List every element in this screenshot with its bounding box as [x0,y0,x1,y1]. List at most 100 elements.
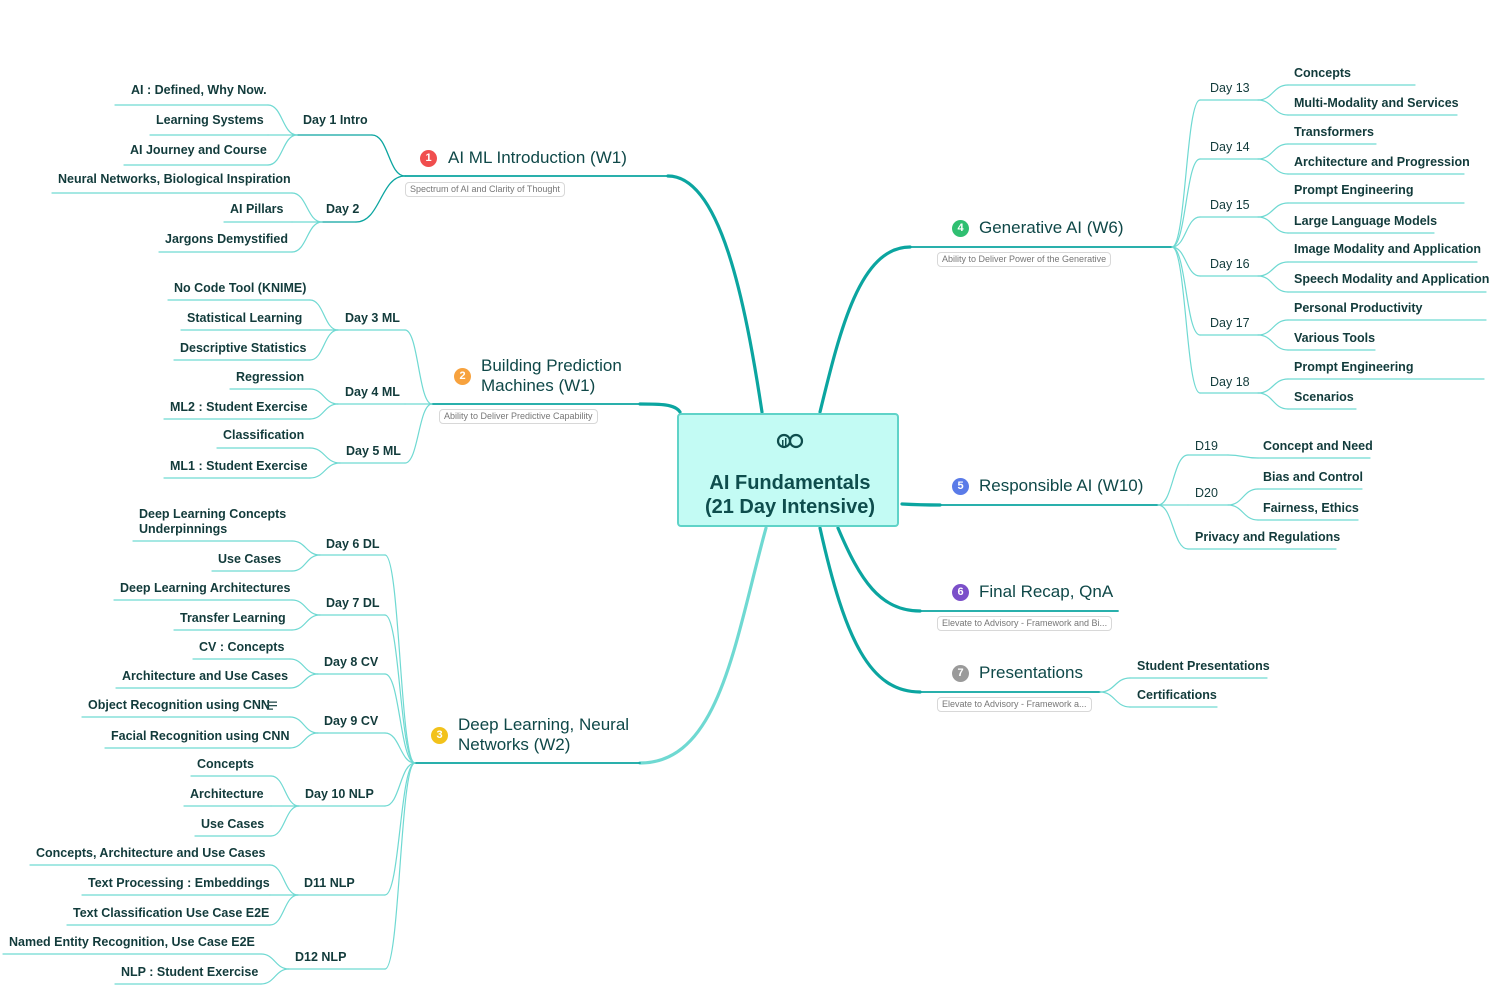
branch-1-note[interactable]: Spectrum of AI and Clarity of Thought [405,182,565,197]
b4-day17-item-1[interactable]: Personal Productivity [1294,301,1423,315]
b3-day9-item-2[interactable]: Facial Recognition using CNN [111,729,290,743]
b4-day14-item-2[interactable]: Architecture and Progression [1294,155,1470,169]
b1-day2-item-1[interactable]: Neural Networks, Biological Inspiration [58,172,291,186]
b1-sub-day1[interactable]: Day 1 Intro [303,113,368,127]
branch-5-title[interactable]: Responsible AI (W10) [979,476,1144,495]
b4-day16-item-2[interactable]: Speech Modality and Application [1294,272,1490,286]
b3-d11-item-2[interactable]: Text Processing : Embeddings [88,876,270,890]
connector-74 [289,673,319,689]
connector-8 [900,502,942,507]
b2-sub-day3[interactable]: Day 3 ML [345,311,400,325]
b2-day5-item-2[interactable]: ML1 : Student Exercise [170,459,308,473]
b4-sub-day14[interactable]: Day 14 [1210,140,1250,154]
b5-sub-d19[interactable]: D19 [1195,439,1218,453]
b2-day3-item-1[interactable]: No Code Tool (KNIME) [174,281,307,295]
b3-day7-item-2[interactable]: Transfer Learning [180,611,286,625]
b1-day1-item-2[interactable]: Learning Systems [156,113,264,127]
branch-2-note[interactable]: Ability to Deliver Predictive Capability [439,409,598,424]
branch-7-title[interactable]: Presentations [979,663,1083,682]
b4-day16-item-1[interactable]: Image Modality and Application [1294,242,1482,256]
b3-day9-item-1[interactable]: Object Recognition using CNN [88,698,270,712]
b4-day14-item-1[interactable]: Transformers [1294,125,1374,139]
b3-day6-item-2[interactable]: Use Cases [218,552,282,566]
b3-sub-day6[interactable]: Day 6 DL [326,537,380,551]
b3-day10-item-1[interactable]: Concepts [197,757,254,771]
connector-126 [1171,246,1201,394]
connector-42 [309,388,339,405]
b3-day8-item-1[interactable]: CV : Concepts [199,640,285,654]
notes-icon[interactable] [266,700,278,711]
b4-day17-item-2[interactable]: Various Tools [1294,331,1376,345]
b4-day13-item-1[interactable]: Concepts [1294,66,1351,80]
b1-day2-item-3[interactable]: Jargons Demystified [165,232,288,246]
b4-sub-day15[interactable]: Day 15 [1210,198,1250,212]
connector-2 [638,402,682,414]
b3-sub-day7[interactable]: Day 7 DL [326,596,380,610]
b3-day10-item-3[interactable]: Use Cases [201,817,265,831]
connector-6 [818,245,912,414]
branch-2-title-line2[interactable]: Machines (W1) [481,376,596,395]
b3-sub-day9[interactable]: Day 9 CV [324,714,379,728]
b3-sub-d12[interactable]: D12 NLP [295,950,347,964]
branch-4-note[interactable]: Ability to Deliver Power of the Generati… [937,252,1112,267]
b1-day2-item-2[interactable]: AI Pillars [230,202,284,216]
b3-day6-item-1[interactable]: Deep Learning Concepts [139,507,287,521]
b2-day4-item-1[interactable]: Regression [236,370,305,384]
b2-day4-item-2[interactable]: ML2 : Student Exercise [170,400,308,414]
branch-4-title[interactable]: Generative AI (W6) [979,218,1124,237]
b3-d11-item-1[interactable]: Concepts, Architecture and Use Cases [36,846,266,860]
branch-6-note[interactable]: Elevate to Advisory - Framework and Bi..… [937,616,1113,631]
b4-sub-day13[interactable]: Day 13 [1210,81,1250,95]
branch-6-title[interactable]: Final Recap, QnA [979,582,1114,601]
b3-sub-d11[interactable]: D11 NLP [304,876,355,890]
b2-day5-item-1[interactable]: Classification [223,428,305,442]
connector-132 [1157,454,1189,506]
b4-day15-item-2[interactable]: Large Language Models [1294,214,1438,228]
branch-1-title[interactable]: AI ML Introduction (W1) [448,148,627,167]
b5-sub-d20[interactable]: D20 [1195,486,1218,500]
b4-sub-day18[interactable]: Day 18 [1210,375,1250,389]
connector-140 [1227,504,1259,521]
b5-d20-item-1[interactable]: Bias and Control [1263,470,1364,484]
b3-sub-day8[interactable]: Day 8 CV [324,655,379,669]
connector-130 [1257,392,1289,410]
branch-7-note[interactable]: Elevate to Advisory - Framework a... [937,697,1092,712]
b3-sub-day10[interactable]: Day 10 NLP [305,787,374,801]
b2-sub-day4[interactable]: Day 4 ML [345,385,400,399]
b3-day6-item-1-line2[interactable]: Underpinnings [139,522,228,536]
b3-d12-item-2[interactable]: NLP : Student Exercise [121,965,259,979]
b4-day18-item-2[interactable]: Scenarios [1294,390,1354,404]
b4-sub-day17[interactable]: Day 17 [1210,316,1250,330]
b4-day18-item-1[interactable]: Prompt Engineering [1294,360,1414,374]
b5-d19-item-1[interactable]: Concept and Need [1263,439,1373,453]
b1-day1-item-3[interactable]: AI Journey and Course [130,143,267,157]
connector-110 [1257,202,1289,218]
connector-98 [1257,84,1289,101]
b3-day10-item-2[interactable]: Architecture [190,787,264,801]
b4-sub-day16[interactable]: Day 16 [1210,257,1250,271]
b7-student-presentations[interactable]: Student Presentations [1137,659,1270,673]
b3-d12-item-1[interactable]: Named Entity Recognition, Use Case E2E [9,935,255,949]
connector-120 [1171,246,1201,336]
b3-day7-item-1[interactable]: Deep Learning Architectures [120,581,291,595]
b5-d20-item-2[interactable]: Fairness, Ethics [1263,501,1359,515]
central-topic[interactable]: AI Fundamentals (21 Day Intensive) [677,413,899,527]
b2-day3-item-2[interactable]: Statistical Learning [187,311,303,325]
b5-privacy[interactable]: Privacy and Regulations [1195,530,1341,544]
b2-day3-item-3[interactable]: Descriptive Statistics [180,341,307,355]
b3-d11-item-3[interactable]: Text Classification Use Case E2E [73,906,270,920]
b4-day15-item-1[interactable]: Prompt Engineering [1294,183,1414,197]
connector-66 [291,554,321,572]
b1-sub-day2[interactable]: Day 2 [326,202,360,216]
b2-sub-day5[interactable]: Day 5 ML [346,444,401,458]
branch-2-title-line1[interactable]: Building Prediction [481,356,622,375]
b1-day1-item-1[interactable]: AI : Defined, Why Now. [131,83,267,97]
b7-certifications[interactable]: Certifications [1137,688,1217,702]
branch-3-title-line1[interactable]: Deep Learning, Neural [458,715,630,734]
connector-90 [269,894,299,926]
branch-3-title-line2[interactable]: Networks (W2) [458,735,571,754]
b4-day13-item-2[interactable]: Multi-Modality and Services [1294,96,1459,110]
branch-7-badge: 7 [952,665,969,682]
b3-day8-item-2[interactable]: Architecture and Use Cases [122,669,289,683]
